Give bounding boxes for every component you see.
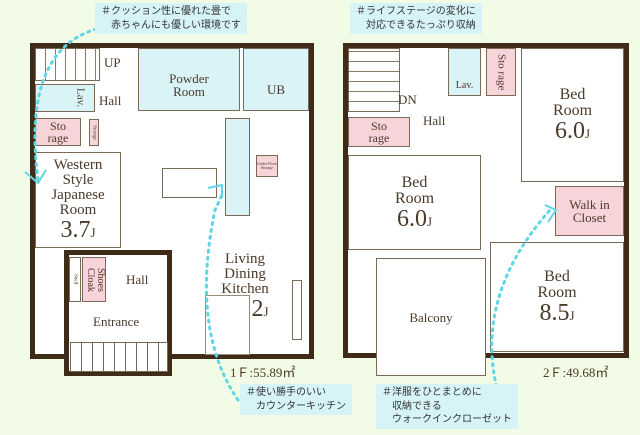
powder-room[interactable]: Powder Room	[138, 48, 240, 111]
lav2-label: Lav.	[455, 80, 474, 91]
bed3-label: Bed Room	[537, 268, 577, 301]
arc-closet	[490, 208, 552, 402]
ldk-name: Living Dining Kitchen	[221, 251, 269, 297]
hall-label: Hall	[99, 93, 122, 108]
callout-storage: ＃ライフステージの変化に 対応できるたっぷり収納	[350, 3, 482, 34]
up-label: UP	[104, 55, 121, 70]
ub-label: UB	[266, 82, 286, 97]
bed-room-3[interactable]: Bed Room 8.5J	[490, 242, 624, 352]
kitchen-counter	[225, 118, 250, 216]
bed2-label: Bed Room	[394, 173, 435, 207]
callout-walk-in-closet: ＃洋服をひとまとめに 収納できる ウォークインクローゼット	[376, 384, 518, 429]
storage-small[interactable]: Storage	[89, 119, 99, 146]
hall-2f-label: Hall	[423, 113, 446, 128]
shelf-label: Shelf	[72, 274, 78, 285]
japanese-room-size: 3.7J	[60, 217, 96, 243]
stairs-2f	[348, 48, 400, 112]
entrance-label: Entrance	[93, 314, 140, 329]
arrow-japanese	[24, 169, 47, 185]
storage-small-label: Storage	[91, 124, 97, 141]
balcony-label: Balcony	[409, 309, 453, 325]
stairs-1f	[35, 48, 100, 81]
japanese-room[interactable]: Western Style Japanese Room 3.7J	[35, 152, 121, 248]
powder-room-label: Powder Room	[169, 70, 209, 99]
arrow-kitchen	[207, 183, 223, 198]
bed1-label: Bed Room	[552, 86, 593, 119]
shoes-cloak-label: Shoes Cloak	[85, 267, 106, 292]
dn-label: DN	[398, 92, 417, 107]
japanese-room-label: Western Style Japanese Room	[51, 157, 105, 218]
lavatory-1f: Lav.	[35, 84, 95, 112]
floor1-area: 1Ｆ:55.89㎡	[230, 365, 296, 380]
tv-board	[292, 280, 302, 340]
callout-japanese-room: ＃クッション性に優れた畳で 赤ちゃんにも優しい環境です	[95, 3, 247, 34]
lav-label: Lav.	[74, 88, 87, 108]
arc-japanese-room	[33, 24, 112, 182]
unit-bath[interactable]: UB	[243, 48, 309, 111]
under-floor-storage-label: Under Floor Storage	[257, 161, 277, 170]
sofa	[205, 295, 250, 355]
floor2-area: 2Ｆ:49.68㎡	[543, 365, 609, 380]
hall2-label: Hall	[126, 272, 149, 287]
entrance-tiles	[70, 342, 168, 372]
storage-left-label: Sto rage	[368, 119, 390, 145]
storage-2f-top[interactable]: Sto rage	[486, 48, 516, 96]
arc-kitchen	[204, 193, 240, 402]
arrow-closet	[544, 204, 558, 223]
callout-counter-kitchen: ＃使い勝手のいい カウンターキッチン	[240, 384, 352, 415]
shelf: Shelf	[69, 257, 81, 302]
storage-2f-left[interactable]: Sto rage	[348, 117, 410, 147]
bed1-size: 6.0J	[554, 118, 591, 144]
walk-in-closet[interactable]: Walk in Closet	[555, 186, 624, 236]
bed-room-1[interactable]: Bed Room 6.0J	[521, 48, 624, 182]
lavatory-2f[interactable]: Lav.	[448, 48, 481, 96]
balcony[interactable]: Balcony	[376, 258, 486, 376]
bed3-size: 8.5J	[539, 300, 575, 326]
storage-1f[interactable]: Sto rage	[35, 118, 81, 146]
dining-table	[162, 168, 217, 198]
storage-label: Sto rage	[47, 119, 69, 145]
storage-top-label: Sto rage	[495, 53, 508, 91]
bed2-size: 6.0J	[396, 205, 433, 232]
shoes-cloak[interactable]: Shoes Cloak	[82, 257, 106, 302]
under-floor-storage: Under Floor Storage	[256, 155, 278, 177]
walk-in-closet-label: Walk in Closet	[569, 197, 610, 225]
bed-room-2[interactable]: Bed Room 6.0J	[348, 155, 481, 250]
